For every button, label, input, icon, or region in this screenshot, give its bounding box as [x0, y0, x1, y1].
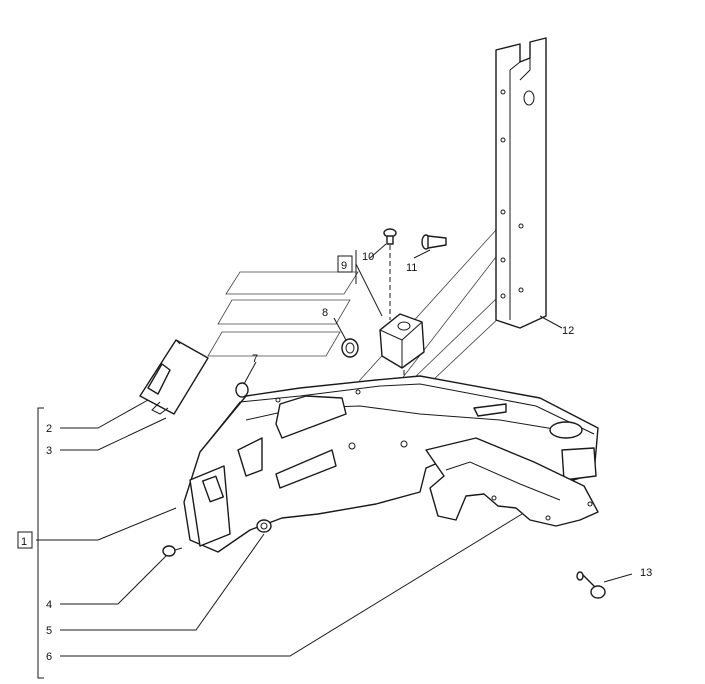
callout-2: 2	[46, 423, 52, 435]
part-8-bushing	[341, 338, 359, 358]
callout-12: 12	[562, 325, 574, 337]
part-9-mount-block	[379, 313, 425, 369]
callout-1: 1	[21, 536, 27, 548]
part-11-rivet	[421, 234, 447, 250]
leader-lines	[36, 243, 633, 657]
part-1-base-frame	[183, 375, 599, 553]
part-12-vertical-bracket	[495, 37, 547, 329]
callout-8: 8	[322, 307, 328, 319]
callout-9-box	[337, 255, 353, 273]
callout-5: 5	[46, 625, 52, 637]
callout-6: 6	[46, 651, 52, 663]
part-2-3-clip	[139, 339, 209, 415]
callout-7: 7	[252, 353, 258, 365]
callout-9: 9	[341, 260, 347, 272]
callout-13: 13	[640, 567, 652, 579]
part-6-side-plate	[425, 437, 599, 527]
callout-labels: 1 2 3 4 5 6 7 8 9 10 11 12 13	[17, 251, 652, 663]
callout-4: 4	[46, 599, 52, 611]
part-10-screw	[383, 228, 397, 245]
part-4-screw	[162, 545, 183, 557]
callout-10: 10	[362, 251, 374, 263]
part-5-bushing	[256, 519, 272, 533]
callout-11: 11	[406, 262, 417, 274]
callout-3: 3	[46, 445, 52, 457]
part-7-spacer	[235, 382, 249, 398]
part-13-bolt	[576, 571, 606, 599]
callout-1-box	[17, 531, 33, 549]
group-bracket-left	[37, 407, 44, 679]
